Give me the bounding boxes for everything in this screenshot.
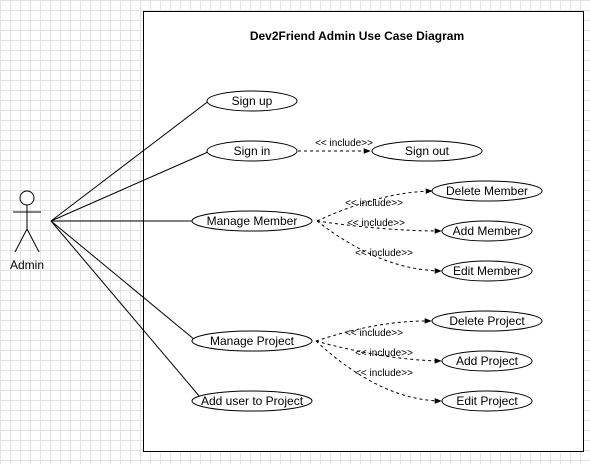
include-project-delete <box>315 318 432 342</box>
association-manage-project <box>50 220 196 341</box>
use-case-manage-member-label: Manage Member <box>207 214 298 228</box>
use-case-edit-member-label: Edit Member <box>453 264 521 278</box>
use-case-delete-member-shape <box>431 180 543 202</box>
include-label-member-add: << include>> <box>347 218 405 229</box>
use-case-sign-out-label: Sign out <box>405 144 450 158</box>
include-member-delete <box>316 188 433 222</box>
include-label-member-delete: << include>> <box>345 198 403 209</box>
use-case-add-member[interactable]: Add Member <box>441 220 533 242</box>
use-case-add-user-to-project-shape <box>191 390 313 412</box>
use-case-edit-project-shape <box>441 390 533 412</box>
include-label-project-edit: << include>> <box>355 368 413 379</box>
use-case-manage-member[interactable]: Manage Member <box>191 210 313 232</box>
use-case-edit-member-shape <box>441 260 533 282</box>
use-case-edit-project[interactable]: Edit Project <box>441 390 533 412</box>
actor-head <box>19 190 35 206</box>
include-member-edit <box>316 220 442 274</box>
use-case-sign-up-label: Sign up <box>232 94 273 108</box>
include-project-edit <box>315 340 442 404</box>
use-case-add-user-to-project-label: Add user to Project <box>201 394 304 408</box>
use-case-add-project-shape <box>441 350 533 372</box>
include-dependencies <box>298 148 442 404</box>
use-case-sign-in[interactable]: Sign in <box>206 140 298 162</box>
use-case-delete-project-shape <box>431 310 543 332</box>
association-sign-up <box>50 99 211 222</box>
actor-label: Admin <box>10 258 44 272</box>
include-label-project-delete: << include>> <box>345 328 403 339</box>
use-case-manage-project[interactable]: Manage Project <box>191 330 313 352</box>
use-case-sign-out[interactable]: Sign out <box>371 140 483 162</box>
use-case-delete-project[interactable]: Delete Project <box>431 310 543 332</box>
use-case-sign-up[interactable]: Sign up <box>206 90 298 112</box>
associations <box>50 99 211 398</box>
use-case-add-member-label: Add Member <box>453 224 522 238</box>
use-case-delete-member-label: Delete Member <box>446 184 528 198</box>
use-case-delete-project-label: Delete Project <box>449 314 525 328</box>
use-case-add-member-shape <box>441 220 533 242</box>
association-sign-in <box>50 151 209 222</box>
include-label-signout: << include>> <box>315 138 373 149</box>
use-case-sign-up-shape <box>206 90 298 112</box>
use-case-delete-member[interactable]: Delete Member <box>431 180 543 202</box>
diagram-title: Dev2Friend Admin Use Case Diagram <box>250 29 464 43</box>
admin-actor[interactable] <box>13 190 41 253</box>
use-case-edit-member[interactable]: Edit Member <box>441 260 533 282</box>
actor-right-leg <box>26 228 40 253</box>
use-case-sign-in-label: Sign in <box>234 144 271 158</box>
use-case-manage-member-shape <box>191 210 313 232</box>
use-case-add-project-label: Add Project <box>456 354 519 368</box>
use-case-manage-project-shape <box>191 330 313 352</box>
association-add-user <box>50 220 201 398</box>
include-member-add <box>316 220 442 234</box>
use-case-manage-project-label: Manage Project <box>210 334 295 348</box>
use-case-sign-out-shape <box>371 140 483 162</box>
use-case-add-user-to-project[interactable]: Add user to Project <box>191 390 313 412</box>
use-case-add-project[interactable]: Add Project <box>441 350 533 372</box>
use-case-edit-project-label: Edit Project <box>456 394 518 408</box>
include-label-project-add: << include>> <box>355 348 413 359</box>
include-project-add <box>315 340 442 364</box>
use-case-sign-in-shape <box>206 140 298 162</box>
actor-left-leg <box>14 228 28 253</box>
include-label-member-edit: << include>> <box>355 248 413 259</box>
